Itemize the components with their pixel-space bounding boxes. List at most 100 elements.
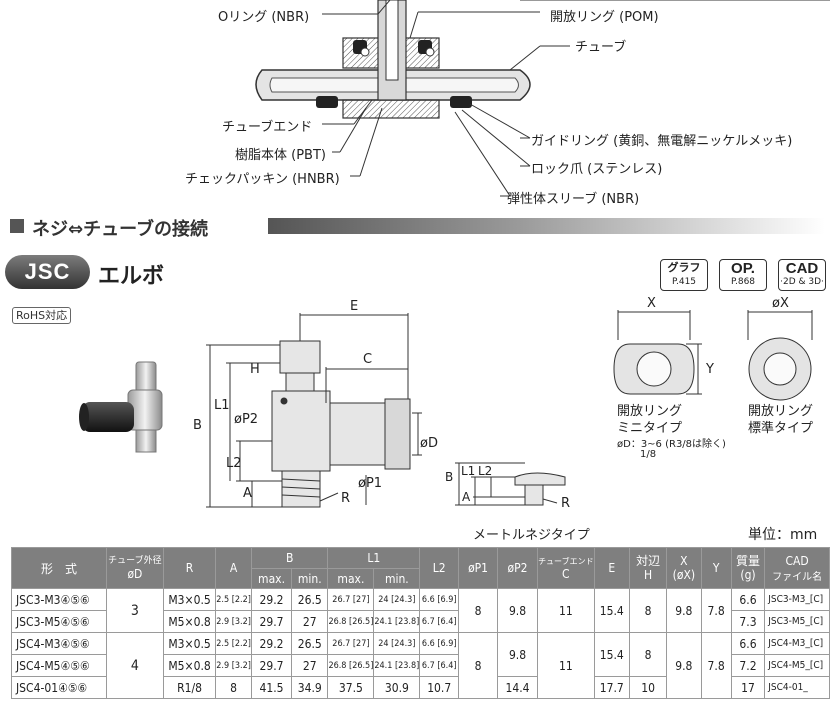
std-label-1: 開放リング <box>748 404 814 419</box>
cell-L2: 6.7 [6.4] <box>419 654 460 677</box>
th-cad-sub: ファイル名 <box>772 571 823 583</box>
th-tube-od-top: チューブ外径 <box>108 555 162 566</box>
dim-L2: L2 <box>226 456 242 471</box>
cell-A: 2.5 [2.2] <box>215 632 252 655</box>
dim-A: A <box>243 486 252 501</box>
th-C-sym: C <box>562 566 570 581</box>
th-mass-top: 質量 <box>735 554 760 568</box>
cell-R: M5×0.8 <box>162 610 217 633</box>
callout-resin-body: 樹脂本体 (PBT) <box>235 148 326 163</box>
cell-P2: 9.8 <box>496 632 539 677</box>
mini-note-2: 1/8 <box>640 449 657 460</box>
th-B: B <box>250 547 329 569</box>
mini-note-1: øD：3~6 (R3/8は除く) <box>617 439 726 450</box>
th-X-sub: (øX) <box>672 568 696 582</box>
std-label-2: 標準タイプ <box>748 421 814 436</box>
dim-P1: øP1 <box>358 476 383 491</box>
cell-L1-min: 24.1 [23.8] <box>373 610 421 633</box>
cell-mass: 17 <box>730 676 766 699</box>
cell-E: 15.4 <box>593 588 630 633</box>
graph-ref-button[interactable]: グラフ P.415 <box>660 259 708 291</box>
metric-dim-L2: L2 <box>478 464 493 478</box>
cell-B-min: 27 <box>291 610 329 633</box>
callout-lock-claw: ロック爪 (ステンレス) <box>531 162 663 177</box>
cell-L1-min: 24 [24.3] <box>373 588 421 611</box>
cell-L1-max: 26.7 [27] <box>327 632 375 655</box>
graph-ref-label: グラフ <box>667 262 701 274</box>
cell-B-max: 41.5 <box>250 676 293 699</box>
cell-R: M5×0.8 <box>162 654 217 677</box>
th-H-sym: H <box>644 568 653 582</box>
cad-ref-button[interactable]: CAD ·2D & 3D· <box>778 259 826 291</box>
cell-B-min: 27 <box>291 654 329 677</box>
th-mass: 質量(g) <box>730 547 766 589</box>
callout-tube: チューブ <box>575 40 627 55</box>
cell-P1: 8 <box>458 588 498 633</box>
cell-cad: JSC4-M3_[C] <box>764 632 830 655</box>
cell-cad: JSC4-01_ <box>764 676 830 699</box>
cell-model: JSC4-M5④⑤⑥ <box>11 654 107 677</box>
cell-L1-min: 24.1 [23.8] <box>373 654 421 677</box>
cell-B-min: 26.5 <box>291 588 329 611</box>
cell-cad: JSC4-M5_[C] <box>764 654 830 677</box>
th-tube-od-sym: øD <box>127 566 143 581</box>
th-R: R <box>162 547 217 589</box>
dim-H: H <box>250 362 260 377</box>
metric-dim-B: B <box>445 470 454 484</box>
metric-dim-L1: L1 <box>461 464 476 478</box>
dim-C: C <box>363 352 373 367</box>
th-A: A <box>215 547 252 589</box>
cell-model: JSC3-M5④⑤⑥ <box>11 610 107 633</box>
cell-P2: 9.8 <box>496 588 539 633</box>
callout-elastic-sleeve: 弾性体スリーブ (NBR) <box>507 192 640 207</box>
th-L2: L2 <box>419 547 460 589</box>
dim-E: E <box>350 299 359 314</box>
cell-model: JSC3-M3④⑤⑥ <box>11 588 107 611</box>
table-row: JSC4-M5④⑤⑥ M5×0.8 2.9 [3.2] 29.7 27 26.8… <box>11 654 830 677</box>
cell-H: 8 <box>628 588 668 633</box>
cell-B-max: 29.2 <box>250 588 293 611</box>
th-L1-min: min. <box>373 568 421 589</box>
cell-B-max: 29.7 <box>250 610 293 633</box>
mini-label-1: 開放リング <box>617 404 683 419</box>
op-ref-button[interactable]: OP. P.868 <box>719 259 767 291</box>
th-H-top: 対辺 <box>636 554 661 568</box>
th-X: X(øX) <box>666 547 702 589</box>
cell-B-max: 29.7 <box>250 654 293 677</box>
series-name: エルボ <box>98 264 165 289</box>
graph-ref-page: P.415 <box>671 277 697 287</box>
section-gradient-bar <box>268 218 825 234</box>
th-P2: øP2 <box>496 547 539 589</box>
cell-R: M3×0.5 <box>162 588 217 611</box>
cell-P1: 8 <box>458 632 498 699</box>
cell-L1-max: 26.7 [27] <box>327 588 375 611</box>
callout-guide-ring: ガイドリング (黄銅、無電解ニッケルメッキ) <box>531 134 793 149</box>
cell-L2: 10.7 <box>419 676 460 699</box>
cell-B-max: 29.2 <box>250 632 293 655</box>
th-B-min: min. <box>291 568 329 589</box>
table-row: JSC4-M3④⑤⑥ 4 M3×0.5 2.5 [2.2] 29.2 26.5 … <box>11 632 830 699</box>
metric-thread-drawing <box>455 462 566 506</box>
cad-ref-page: ·2D & 3D· <box>780 277 824 287</box>
cell-E: 15.4 <box>593 632 630 677</box>
cell-model: JSC4-01④⑤⑥ <box>11 676 107 699</box>
callout-tube-end: チューブエンド <box>222 120 313 135</box>
dim-P2: øP2 <box>234 412 259 427</box>
cell-H: 10 <box>628 676 668 699</box>
std-dim-x: øX <box>772 296 789 311</box>
cell-tube-od: 4 <box>105 632 164 699</box>
section-title: ネジ⇔チューブの接続 <box>32 219 209 240</box>
callout-release-ring: 開放リング (POM) <box>550 10 659 25</box>
cell-L2: 6.7 [6.4] <box>419 610 460 633</box>
metric-dim-A: A <box>462 490 471 504</box>
th-cad-top: CAD <box>785 553 809 568</box>
product-photo <box>79 361 163 453</box>
cell-mass: 7.3 <box>730 610 766 633</box>
th-C-top: チューブエンド <box>538 556 594 566</box>
table-row: JSC3-M5④⑤⑥ M5×0.8 2.9 [3.2] 29.7 27 26.8… <box>11 610 830 633</box>
op-ref-label: OP. <box>731 260 755 277</box>
th-E: E <box>593 547 630 589</box>
cell-R: M3×0.5 <box>162 632 217 655</box>
cell-L1-max: 26.8 [26.5] <box>327 654 375 677</box>
